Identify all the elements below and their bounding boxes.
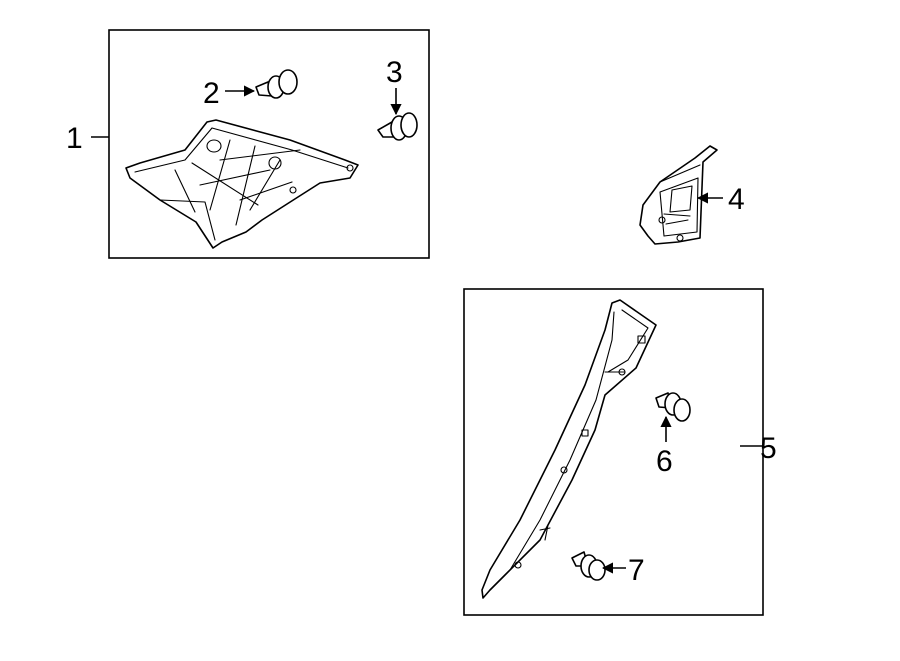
callout-5: 5 xyxy=(760,432,777,465)
callout-6: 6 xyxy=(656,445,673,478)
callout-2: 2 xyxy=(203,77,220,110)
trim-bracket xyxy=(639,145,718,245)
callout-1: 1 xyxy=(66,122,83,155)
callout-7: 7 xyxy=(628,554,645,587)
clip-icon-2 xyxy=(255,69,298,99)
group-box-5 xyxy=(463,288,764,616)
pillar-trim xyxy=(481,299,657,599)
clip-icon-6 xyxy=(655,392,691,422)
callout-4: 4 xyxy=(728,183,745,216)
clip-icon-7 xyxy=(571,551,606,581)
group-box-1 xyxy=(108,29,430,259)
callout-3: 3 xyxy=(386,56,403,89)
clip-icon-3 xyxy=(377,112,418,141)
quarter-trim-panel xyxy=(125,119,359,249)
